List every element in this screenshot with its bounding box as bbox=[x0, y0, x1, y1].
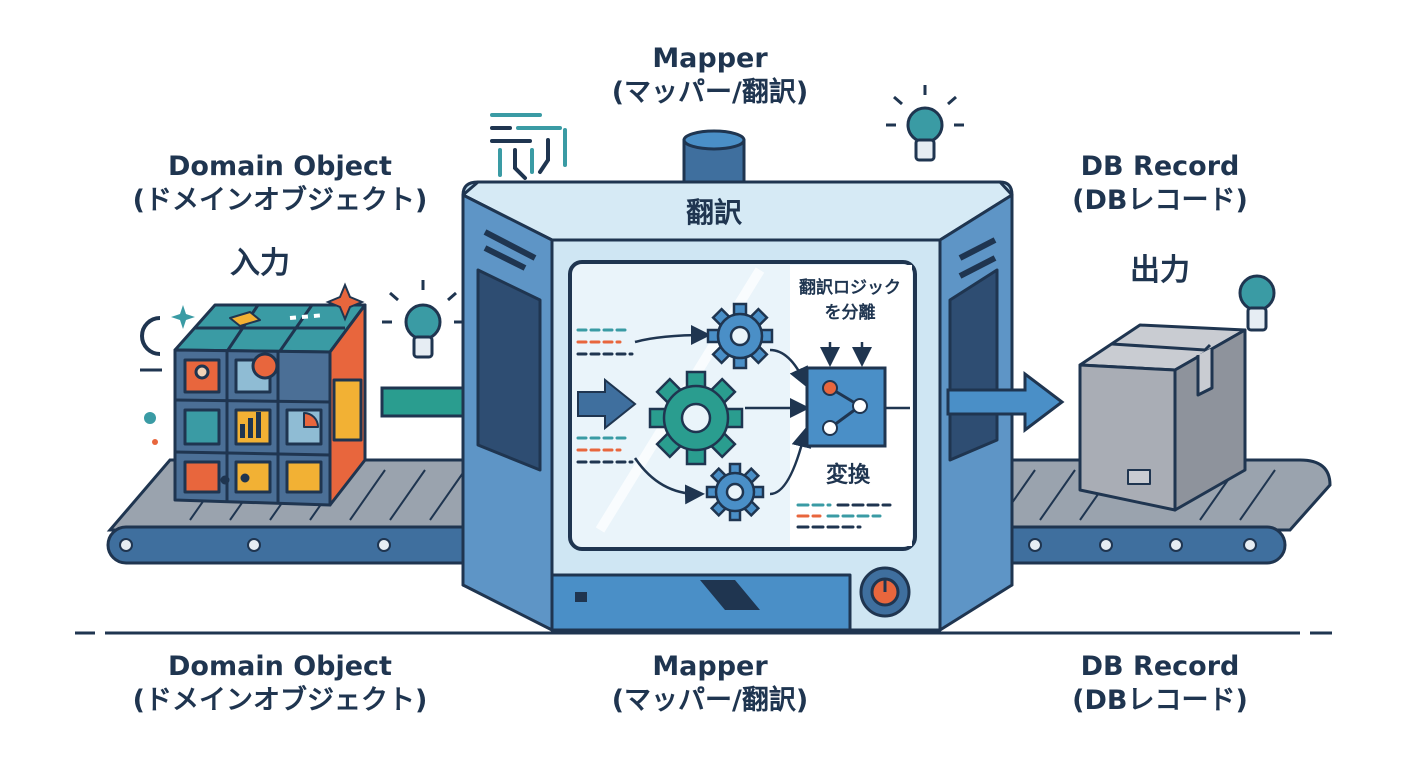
db-record-label: DB Record (DBレコード) bbox=[1020, 150, 1300, 218]
transform-label: 変換 bbox=[826, 462, 871, 488]
logic-label-line1: 翻訳ロジック bbox=[799, 277, 901, 298]
db-record-title: DB Record bbox=[1080, 151, 1240, 182]
bottom-db-subtitle: (DBレコード) bbox=[1072, 684, 1248, 716]
bottom-domain-label: Domain Object (ドメインオブジェクト) bbox=[100, 650, 460, 718]
bottom-domain-subtitle: (ドメインオブジェクト) bbox=[132, 684, 428, 716]
mapper-machine bbox=[461, 129, 1014, 632]
bottom-db-label: DB Record (DBレコード) bbox=[1030, 650, 1290, 718]
bottom-domain-title: Domain Object bbox=[168, 651, 392, 682]
gear-icon-center bbox=[648, 370, 744, 466]
mapper-label: Mapper (マッパー/翻訳) bbox=[560, 42, 860, 110]
domain-object-subtitle: (ドメインオブジェクト) bbox=[132, 184, 428, 216]
db-record-box bbox=[1078, 323, 1247, 512]
domain-object-label: Domain Object (ドメインオブジェクト) bbox=[130, 150, 430, 218]
bottom-mapper-label: Mapper (マッパー/翻訳) bbox=[560, 650, 860, 718]
gear-icon-top bbox=[706, 302, 774, 370]
input-label: 入力 bbox=[230, 246, 290, 281]
lightbulb-icon-left bbox=[382, 280, 464, 359]
transform-node-icon bbox=[805, 366, 887, 448]
data-lines-icon bbox=[490, 113, 567, 180]
lightbulb-icon-right bbox=[1238, 274, 1276, 332]
db-record-subtitle: (DBレコード) bbox=[1072, 184, 1248, 216]
output-label: 出力 bbox=[1130, 253, 1190, 288]
bottom-mapper-subtitle: (マッパー/翻訳) bbox=[611, 684, 809, 716]
code-lines-icon bbox=[796, 503, 892, 529]
mapper-subtitle: (マッパー/翻訳) bbox=[611, 76, 809, 108]
gear-icon-bottom bbox=[705, 462, 765, 522]
domain-object-cube bbox=[173, 303, 367, 507]
mapper-title: Mapper bbox=[652, 43, 768, 74]
sparkle-decorations-left bbox=[140, 282, 365, 445]
bottom-mapper-title: Mapper bbox=[652, 651, 768, 682]
internal-flow bbox=[576, 325, 910, 505]
logic-label-line2: を分離 bbox=[825, 302, 876, 323]
output-arrow bbox=[946, 370, 1065, 434]
lightbulb-icon-top-right bbox=[886, 85, 964, 162]
bottom-db-title: DB Record bbox=[1080, 651, 1240, 682]
domain-object-title: Domain Object bbox=[168, 151, 392, 182]
machine-header: 翻訳 bbox=[686, 196, 743, 229]
